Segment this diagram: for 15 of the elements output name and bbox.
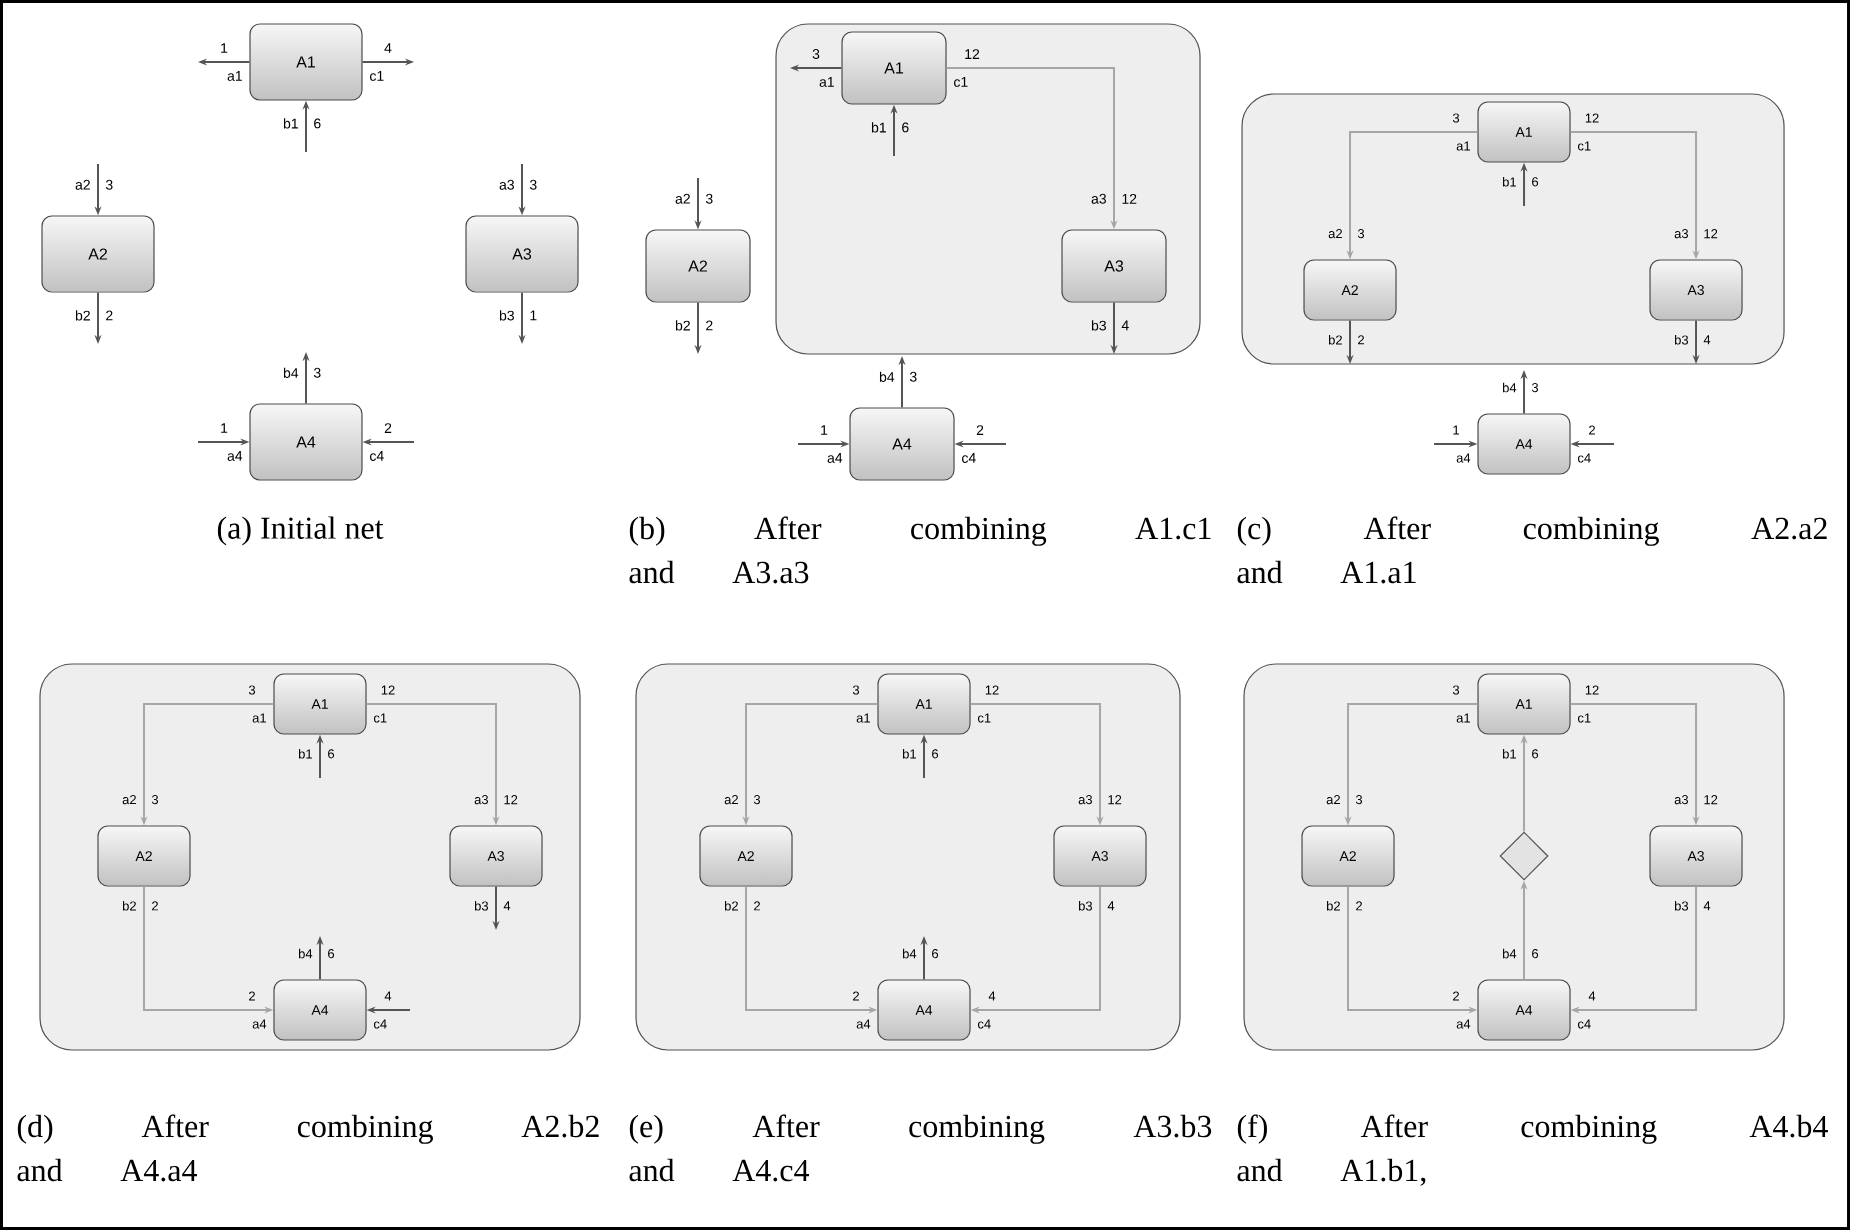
panel-caption: (c) After combining A2.a2 and A1.a1 xyxy=(1237,516,1827,584)
panel-caption: (b) After combining A1.c1 and A3.a3 xyxy=(629,516,1211,584)
process-box: A3 xyxy=(1061,229,1167,303)
process-box: A1 xyxy=(249,23,363,101)
panel-caption: (d) After combining A2.b2 and A4.a4 xyxy=(17,1114,599,1182)
diamond-node xyxy=(1499,831,1549,881)
process-box: A1 xyxy=(841,31,947,105)
process-box: A2 xyxy=(41,215,155,293)
panel-caption: (a) Initial net xyxy=(217,516,384,546)
process-box: A4 xyxy=(849,407,955,481)
panel-caption: (e) After combining A3.b3 and A4.c4 xyxy=(629,1114,1212,1182)
panel-caption: (f) After combining A4.b4 and A1.b1, xyxy=(1237,1114,1828,1186)
process-box: A2 xyxy=(645,229,751,303)
process-box: A4 xyxy=(249,403,363,481)
process-box: A3 xyxy=(465,215,579,293)
